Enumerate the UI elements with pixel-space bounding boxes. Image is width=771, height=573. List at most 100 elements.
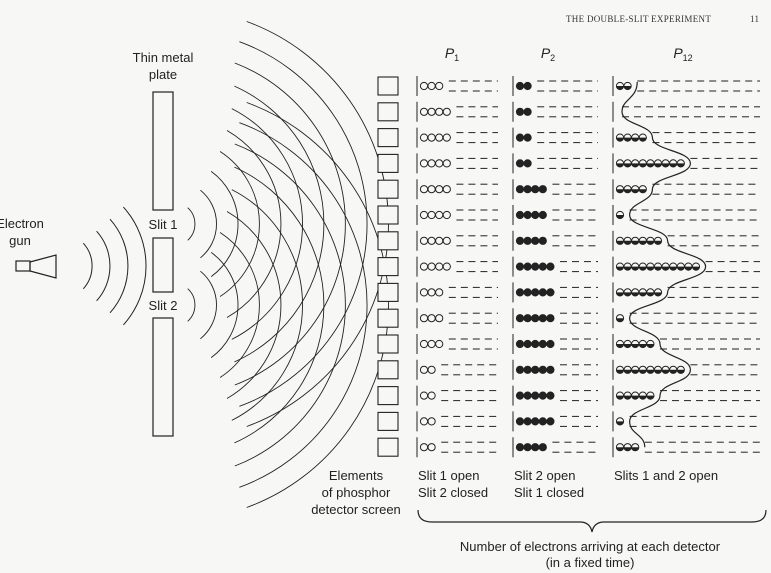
slit-2-label: Slit 2 bbox=[149, 298, 178, 313]
gun-wave-2 bbox=[96, 230, 111, 302]
electron-half-fill bbox=[631, 137, 639, 142]
caption-p2-line2: Slit 1 closed bbox=[514, 485, 584, 500]
electron-filled bbox=[515, 443, 525, 452]
electron-open bbox=[419, 107, 429, 116]
slit-2-wave-4 bbox=[219, 232, 260, 378]
column-p1 bbox=[416, 76, 498, 458]
electron-half-fill bbox=[639, 137, 647, 142]
slit-2-wave-9 bbox=[239, 122, 368, 488]
detector-screen-label: Elements of phosphor detector screen bbox=[311, 468, 401, 517]
row-p1 bbox=[416, 359, 497, 380]
row-p2 bbox=[512, 437, 596, 458]
electron-half-fill bbox=[616, 292, 624, 296]
electron-half-fill bbox=[624, 163, 632, 167]
electron-filled bbox=[515, 391, 525, 400]
electron-filled bbox=[523, 210, 532, 220]
row-p12 bbox=[612, 153, 758, 174]
slit-2-wave-6 bbox=[231, 189, 303, 421]
electron-open bbox=[435, 236, 444, 245]
header-p2: P2 bbox=[541, 45, 555, 63]
electron-filled bbox=[531, 391, 540, 400]
detector-element bbox=[377, 411, 399, 431]
electron-filled bbox=[546, 339, 555, 349]
electron-open bbox=[419, 443, 429, 452]
electron-open bbox=[419, 210, 429, 220]
electron-open bbox=[427, 236, 436, 245]
electron-filled bbox=[523, 443, 532, 452]
electron-half-fill bbox=[654, 163, 662, 167]
electron-half-fill bbox=[669, 369, 677, 374]
row-p2 bbox=[512, 127, 598, 148]
row-p2 bbox=[512, 101, 598, 122]
row-p12 bbox=[612, 127, 756, 148]
electron-filled bbox=[531, 262, 540, 271]
detector-element bbox=[377, 437, 399, 457]
electron-half-fill bbox=[616, 266, 624, 271]
slit-1-wave-8 bbox=[234, 62, 346, 386]
electron-filled bbox=[531, 339, 540, 349]
electron-open bbox=[419, 159, 429, 168]
electron-open bbox=[419, 365, 429, 374]
header-p12: P12 bbox=[673, 45, 692, 63]
diffracted-wavefronts bbox=[187, 21, 389, 508]
screen-label-1: Elements bbox=[329, 468, 384, 483]
electron-filled bbox=[531, 314, 540, 323]
electron-half-fill bbox=[616, 369, 624, 374]
gun-wave-4 bbox=[123, 206, 147, 326]
slit-1-wave-4 bbox=[219, 151, 260, 297]
electron-half-fill bbox=[646, 395, 654, 400]
electron-half-fill bbox=[624, 344, 632, 348]
electron-half-fill bbox=[654, 369, 662, 374]
detector-element bbox=[377, 386, 399, 406]
electron-filled bbox=[515, 417, 525, 426]
electron-filled bbox=[538, 391, 547, 400]
electron-open bbox=[419, 133, 429, 142]
column-p12 bbox=[612, 76, 760, 458]
electron-half-fill bbox=[654, 240, 662, 245]
electron-half-fill bbox=[616, 318, 624, 322]
detector-element bbox=[377, 102, 399, 122]
detector-element bbox=[377, 360, 399, 380]
electron-half-fill bbox=[616, 189, 624, 193]
row-p1 bbox=[416, 127, 498, 148]
electron-filled bbox=[515, 236, 525, 245]
electron-half-fill bbox=[624, 369, 632, 374]
gun-wave-3 bbox=[109, 218, 129, 314]
row-p2 bbox=[512, 411, 598, 432]
electron-open bbox=[427, 185, 436, 194]
electron-filled bbox=[531, 185, 540, 194]
electron-open bbox=[419, 339, 429, 349]
row-p2 bbox=[512, 308, 598, 329]
row-p1 bbox=[416, 256, 498, 277]
plate-label-1: Thin metal bbox=[133, 50, 194, 65]
electron-open bbox=[435, 262, 444, 271]
electron-open bbox=[427, 391, 436, 400]
detector-screen bbox=[377, 76, 399, 457]
electron-half-fill bbox=[616, 215, 624, 219]
row-p1 bbox=[416, 308, 498, 329]
electron-half-fill bbox=[646, 369, 654, 374]
electron-open bbox=[427, 417, 436, 426]
electron-open bbox=[435, 288, 444, 297]
electron-open bbox=[435, 339, 444, 349]
electron-open bbox=[427, 288, 436, 297]
electron-half-fill bbox=[654, 266, 662, 271]
electron-filled bbox=[515, 339, 525, 349]
electron-open bbox=[419, 288, 429, 297]
electron-open bbox=[419, 81, 429, 91]
electron-filled bbox=[538, 365, 547, 374]
slit-2-wave-3 bbox=[210, 252, 239, 358]
electron-open bbox=[427, 133, 436, 142]
electron-open bbox=[427, 443, 436, 452]
electron-filled bbox=[538, 236, 547, 245]
row-p1 bbox=[416, 334, 498, 354]
electron-half-fill bbox=[646, 292, 654, 296]
running-header: THE DOUBLE-SLIT EXPERIMENT bbox=[566, 14, 711, 24]
electron-filled bbox=[523, 339, 532, 349]
detector-element bbox=[377, 257, 399, 277]
row-p2 bbox=[512, 205, 596, 225]
row-p2 bbox=[512, 256, 598, 277]
electron-half-fill bbox=[631, 395, 639, 400]
electron-half-fill bbox=[639, 292, 647, 296]
electron-filled bbox=[546, 365, 555, 374]
